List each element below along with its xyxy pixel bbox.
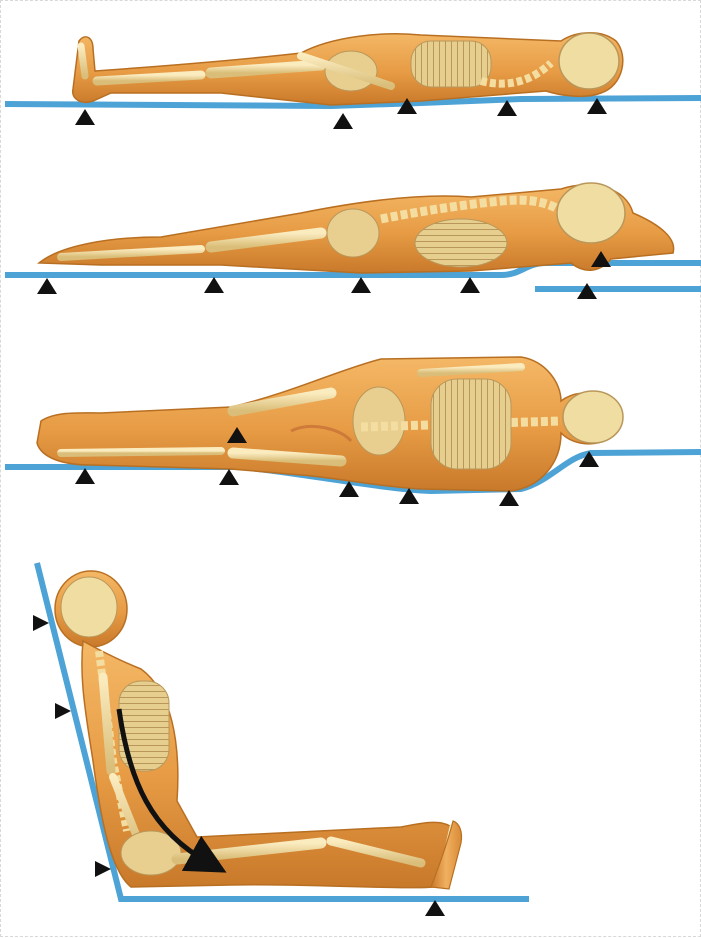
pressure-point-marker-icon	[425, 900, 445, 916]
panel-supine	[5, 33, 701, 129]
panel-sitting	[33, 563, 529, 916]
supine-body	[73, 33, 623, 105]
pressure-point-marker-icon	[204, 277, 224, 293]
prone-body	[39, 183, 674, 273]
pressure-point-marker-icon	[33, 615, 49, 631]
pressure-point-marker-icon	[95, 861, 111, 877]
lateral-body	[37, 357, 623, 491]
panel-lateral	[5, 357, 701, 506]
pressure-point-marker-icon	[55, 703, 71, 719]
sitting-body	[55, 571, 462, 889]
pressure-point-marker-icon	[351, 277, 371, 293]
pressure-point-marker-icon	[333, 113, 353, 129]
pressure-point-marker-icon	[219, 469, 239, 485]
pressure-point-marker-icon	[460, 277, 480, 293]
pressure-point-marker-icon	[75, 468, 95, 484]
pressure-point-marker-icon	[75, 109, 95, 125]
pressure-point-marker-icon	[37, 278, 57, 294]
panel-prone	[5, 183, 701, 299]
